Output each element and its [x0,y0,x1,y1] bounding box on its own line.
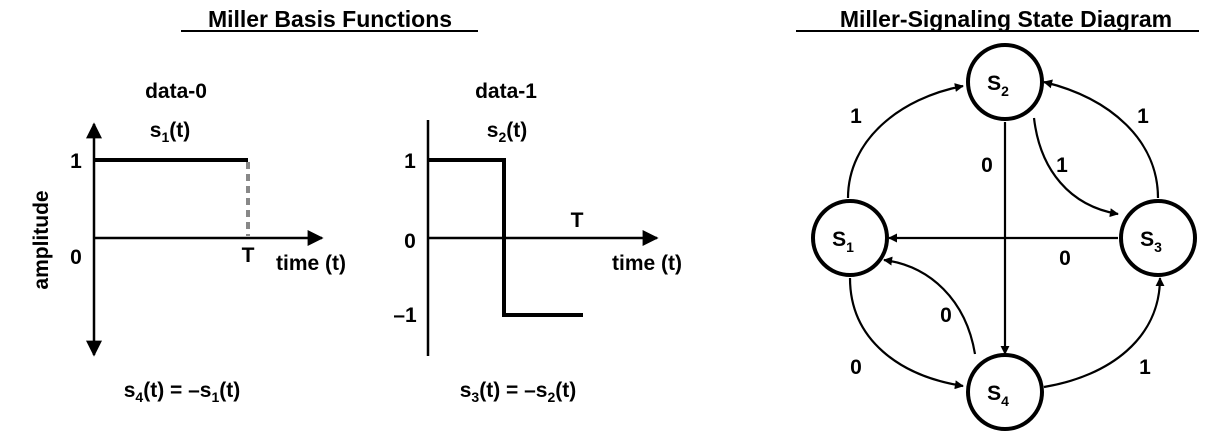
edge-s1-to-s4 [848,277,964,390]
edge-label-s2-s3: 1 [1056,154,1068,177]
plot1-signal-label: s2(t) [487,119,527,145]
edge-label-s1-s2: 1 [850,105,862,128]
left-title: Miller Basis Functions [208,6,452,32]
plot0-signal-label: s1(t) [150,119,190,145]
plot0-equation: s4(t) = –s1(t) [124,379,241,405]
plot1-T-label: T [571,209,584,232]
svg-text:S1: S1 [832,228,854,255]
right-title: Miller-Signaling State Diagram [840,6,1172,32]
plot1-signal-s2 [428,158,583,317]
plot1-x-label: time (t) [612,252,682,275]
state-node-s2: S2 [966,43,1044,121]
edge-s4-to-s1 [883,256,977,355]
plot0-ytick-1: 1 [70,150,82,173]
plot0-x-label: time (t) [276,252,346,275]
edge-label-s3-s2: 1 [1137,105,1149,128]
state-node-s1: S1 [811,199,889,277]
state-node-s3: S3 [1119,199,1197,277]
edge-s1-to-s2 [846,83,964,199]
plot1-heading: data-1 [475,80,537,103]
edge-s4-to-s3 [1043,277,1165,389]
edge-s2-to-s3 [1032,117,1119,218]
edge-label-s2-s4: 0 [981,154,993,177]
edge-label-s3-s1: 0 [1059,247,1071,270]
state-diagram: 1 1 1 0 0 0 0 1 S2 S1 S3 S4 [811,43,1197,431]
state-node-s4: S4 [966,353,1044,431]
plot0-ytick-0: 0 [70,246,82,269]
svg-text:S4: S4 [987,382,1009,409]
plot1-ytick-0: 0 [404,230,416,253]
svg-text:S2: S2 [987,72,1009,99]
plot0-ylabel: amplitude [30,190,53,289]
edge-label-s4-s1: 0 [940,304,952,327]
plot1-equation: s3(t) = –s2(t) [460,379,577,405]
plot1-ytick-minus1: –1 [393,304,417,327]
plot1-ytick-1: 1 [404,150,416,173]
plot0-heading: data-0 [145,80,207,103]
plot-data-0: data-0 amplitude 1 0 s1(t) T time (t) s4… [30,80,346,405]
svg-text:S3: S3 [1140,228,1162,255]
plot-data-1: data-1 1 0 –1 s2(t) T time (t) s3(t) = –… [393,80,682,405]
edge-label-s4-s3: 1 [1139,356,1151,379]
edge-s3-to-s2 [1043,79,1160,199]
plot0-T-label: T [242,244,255,267]
edge-label-s1-s4: 0 [850,356,862,379]
